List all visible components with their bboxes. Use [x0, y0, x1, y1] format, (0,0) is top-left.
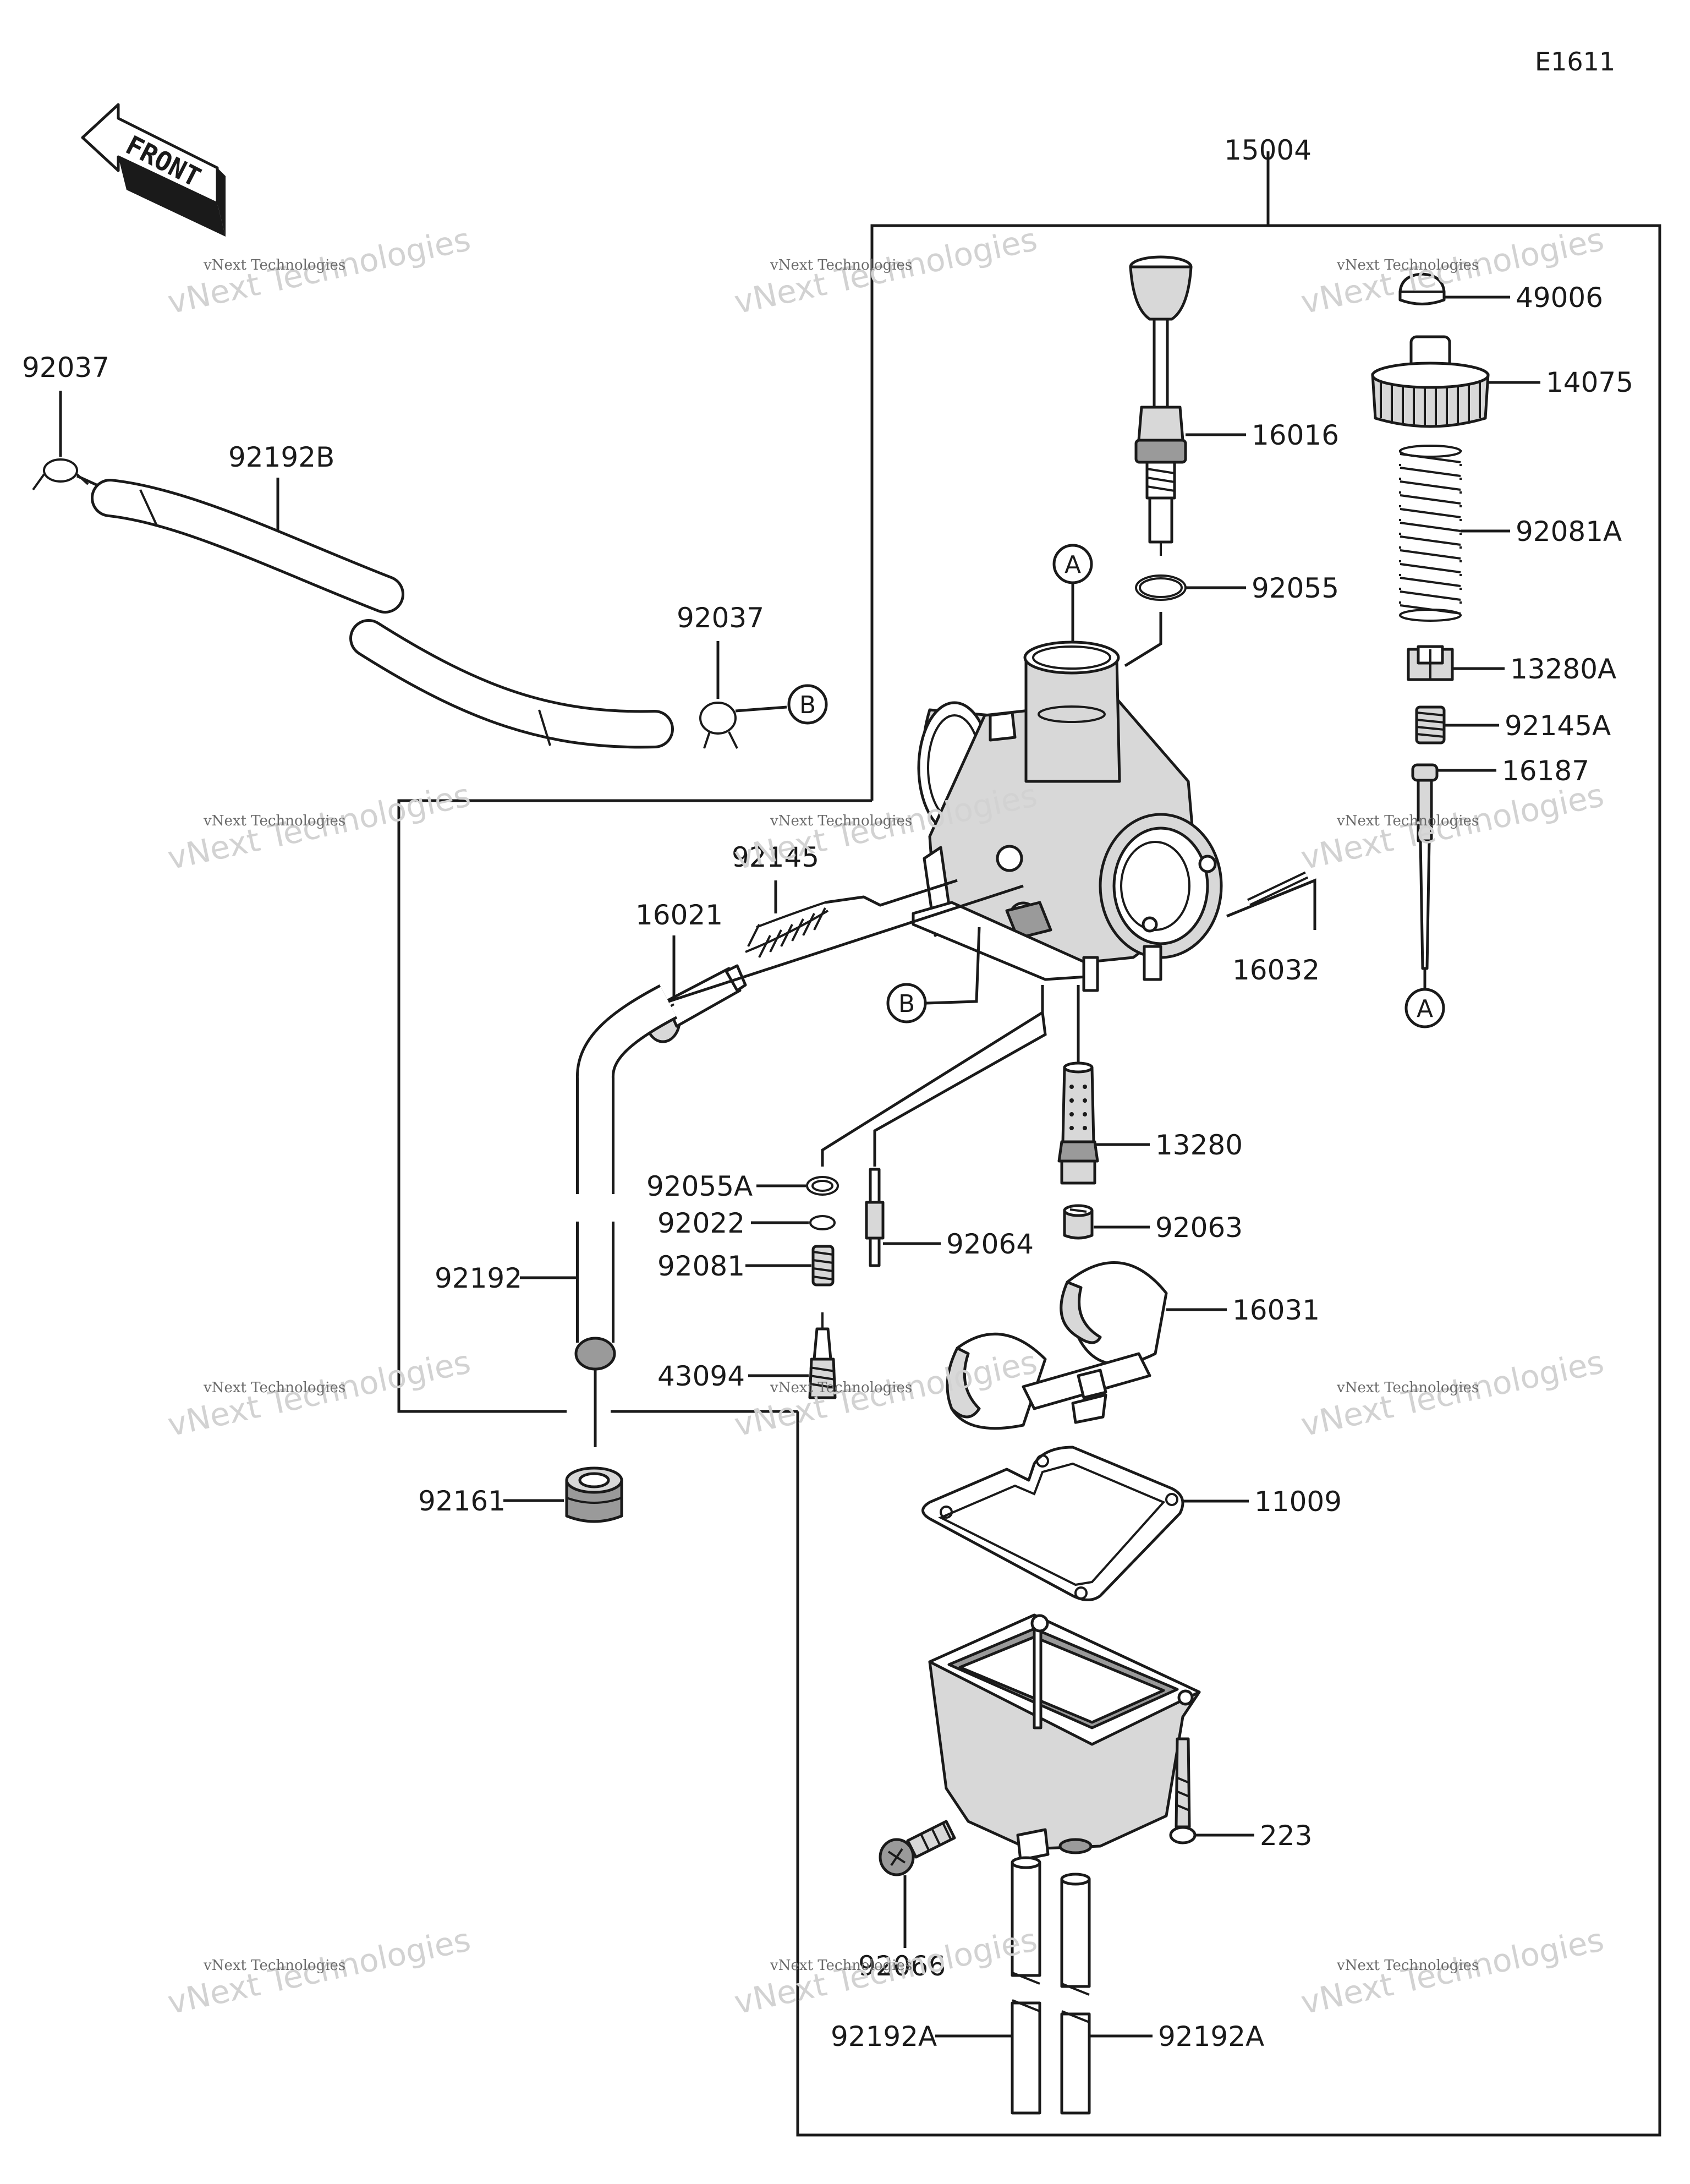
float-16031: [946, 1261, 1168, 1430]
label-92055: 92055: [1252, 572, 1339, 604]
watermark-11-small: vNext Technologies: [770, 1957, 912, 1974]
washer-92022: [809, 1215, 836, 1230]
clamp-92037-right: [699, 702, 738, 749]
label-92192: 92192: [435, 1262, 522, 1294]
callout-a-top: A: [1052, 544, 1093, 584]
watermark-11: vNext Technologies vNext Technologies: [731, 1921, 1040, 2022]
watermark-10-small: vNext Technologies: [203, 1957, 345, 1974]
gasket-11009: [921, 1446, 1184, 1601]
label-92022: 92022: [657, 1207, 745, 1239]
label-92037-right: 92037: [677, 602, 764, 634]
label-16031: 16031: [1232, 1294, 1320, 1326]
label-92037-left: 92037: [22, 352, 109, 384]
watermark-6: vNext Technologies vNext Technologies: [1298, 776, 1607, 877]
clamp-92037-left: [32, 458, 89, 491]
o-ring-92055A: [806, 1176, 839, 1196]
spring-92081: [811, 1245, 835, 1287]
callout-b-inlet: B: [886, 983, 927, 1023]
needle-16187: [1411, 763, 1439, 970]
watermark-1: vNext Technologies vNext Technologies: [164, 221, 474, 321]
watermark-12-small: vNext Technologies: [1336, 1957, 1479, 1974]
label-92063: 92063: [1155, 1212, 1243, 1244]
label-92192A-right: 92192A: [1158, 2021, 1264, 2052]
label-16016: 16016: [1252, 419, 1339, 451]
clip-13280A: [1407, 645, 1454, 681]
hose-92192A-left: [1011, 1856, 1041, 2115]
callout-b-inlet-label: B: [898, 990, 915, 1018]
label-43094: 43094: [657, 1360, 745, 1392]
top-cap-14075: [1371, 335, 1490, 428]
label-16032: 16032: [1232, 954, 1320, 986]
label-11009: 11009: [1254, 1486, 1342, 1518]
grommet-92161: [565, 1466, 623, 1523]
watermark-4: vNext Technologies vNext Technologies: [164, 776, 474, 877]
jet-92064: [865, 1168, 885, 1267]
watermark-6-small: vNext Technologies: [1336, 813, 1479, 829]
label-14075: 14075: [1546, 366, 1633, 398]
label-92161: 92161: [418, 1485, 506, 1517]
label-92064: 92064: [946, 1228, 1034, 1260]
callout-b-hose: B: [787, 684, 828, 725]
watermark-3-small: vNext Technologies: [1336, 257, 1479, 273]
label-13280: 13280: [1155, 1129, 1243, 1161]
label-49006: 49006: [1516, 282, 1603, 314]
diagram-code: E1611: [1535, 47, 1615, 76]
hose-92192B: [91, 479, 674, 749]
hose-92192: [574, 984, 678, 1371]
label-92145: 92145: [732, 841, 819, 873]
needle-jet-13280: [1057, 1061, 1099, 1185]
label-16021: 16021: [635, 899, 723, 931]
label-92081: 92081: [657, 1250, 745, 1282]
screw-223: [1169, 1737, 1197, 1844]
label-92192A-left: 92192A: [831, 2021, 937, 2052]
label-92081A: 92081A: [1516, 516, 1622, 548]
spring-92145A: [1415, 705, 1446, 745]
hose-92192A-right: [1060, 1873, 1091, 2115]
label-92055A: 92055A: [646, 1170, 753, 1202]
watermark-9: vNext Technologies vNext Technologies: [1298, 1343, 1607, 1444]
label-15004: 15004: [1224, 134, 1312, 166]
carburetor-body: [912, 641, 1223, 992]
watermark-7: vNext Technologies vNext Technologies: [164, 1343, 474, 1444]
watermark-5-small: vNext Technologies: [770, 813, 912, 829]
label-92192B: 92192B: [228, 441, 334, 473]
watermark-4-small: vNext Technologies: [203, 813, 345, 829]
choke-plunger-16016: [1129, 255, 1193, 556]
label-223: 223: [1260, 1820, 1312, 1852]
assembly-frame: [397, 151, 1661, 2137]
screw-16032: [1247, 871, 1309, 906]
callout-b-hose-label: B: [799, 691, 816, 719]
screw-92066: [879, 1820, 956, 1876]
spring-92081A: [1399, 445, 1462, 622]
watermark-10: vNext Technologies vNext Technologies: [164, 1921, 474, 2022]
watermark-12: vNext Technologies vNext Technologies: [1298, 1921, 1607, 2022]
callout-a-needle-label: A: [1417, 995, 1433, 1023]
label-13280A: 13280A: [1510, 653, 1616, 685]
spring-92145: [745, 901, 829, 958]
label-16187: 16187: [1502, 755, 1589, 787]
watermark-9-small: vNext Technologies: [1336, 1380, 1479, 1396]
cap-49006: [1398, 272, 1446, 305]
watermark-2-small: vNext Technologies: [770, 257, 912, 273]
watermark-1-small: vNext Technologies: [203, 257, 345, 273]
main-jet-92063: [1063, 1204, 1094, 1240]
front-arrow-icon: FRONT: [81, 103, 226, 237]
float-bowl: [928, 1613, 1201, 1862]
watermark-2: vNext Technologies vNext Technologies: [731, 221, 1040, 321]
screw-43094: [808, 1312, 837, 1399]
label-92145A: 92145A: [1505, 710, 1611, 742]
o-ring-92055: [1135, 574, 1187, 601]
label-92066: 92066: [858, 1950, 946, 1982]
watermark-7-small: vNext Technologies: [203, 1380, 345, 1396]
callout-a-top-label: A: [1065, 551, 1081, 579]
watermark-8-small: vNext Technologies: [770, 1380, 912, 1396]
callout-a-needle: A: [1404, 988, 1445, 1028]
